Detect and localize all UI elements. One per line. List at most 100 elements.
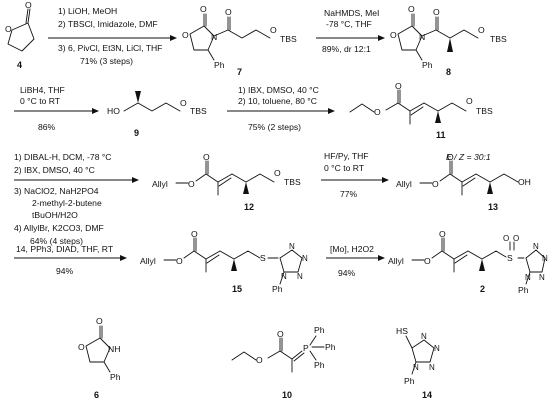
compound-15-structure: Allyl O O S N N N N Ph	[140, 229, 308, 294]
acyl-carbonyl-o-8: O	[433, 7, 440, 17]
arrow-step-4-head	[328, 108, 335, 114]
step-1-line-3: 3) 6, PivCl, Et3N, LiCl, THF	[58, 43, 162, 53]
tbs-group-7: TBS	[280, 34, 297, 44]
ester-oxygen-13: O	[432, 179, 439, 189]
step-3-line-1: LiBH4, THF	[20, 85, 65, 95]
ether-oxygen-9: O	[180, 98, 187, 108]
sulfone-sulfur-2: S	[507, 253, 513, 263]
compound-7-label: 7	[237, 67, 242, 77]
ether-oxygen-11: O	[466, 96, 473, 106]
tetrazole-n3-14: N	[429, 363, 435, 372]
tetrazole-n3-15: N	[297, 272, 303, 281]
compound-2-label: 2	[480, 284, 485, 294]
compound-13-structure: Allyl O O OH	[396, 152, 531, 196]
step-6-line-1: HF/Py, THF	[324, 151, 369, 161]
tbs-group-11: TBS	[476, 106, 493, 116]
compound-15-label: 15	[232, 284, 242, 294]
ether-oxygen-8: O	[478, 25, 485, 35]
ring-nitrogen-7: N	[211, 32, 217, 42]
step-5-line-1: 1) DIBAL-H, DCM, -78 °C	[14, 152, 112, 162]
arrow-step-5-head	[132, 177, 139, 183]
ring-nitrogen-8: N	[419, 32, 425, 42]
ether-oxygen-7: O	[270, 25, 277, 35]
compound-12-label: 12	[244, 202, 254, 212]
thioether-sulfur-15: S	[260, 253, 266, 263]
step-7-line-1: 14, PPh3, DIAD, THF, RT	[16, 244, 114, 254]
phenyl-group-6: Ph	[110, 372, 121, 382]
ether-oxygen-12: O	[274, 168, 281, 178]
phosphorus-10: P	[303, 343, 309, 353]
thiol-14: HS	[396, 326, 408, 336]
carbonyl-oxygen-15: O	[191, 229, 198, 239]
tetrazole-n1-14: N	[421, 332, 427, 341]
ez-ratio: E / Z = 30:1	[446, 152, 491, 162]
carbonyl-oxygen-13: O	[447, 152, 454, 162]
step-6-line-3: 77%	[340, 189, 358, 199]
step-5-line-5: tBuOH/H2O	[32, 210, 78, 220]
step-6-line-2: 0 °C to RT	[324, 163, 365, 173]
step-5-line-2: 2) IBX, DMSO, 40 °C	[14, 165, 95, 175]
compound-11-structure: O O O TBS	[349, 81, 493, 125]
phenyl-group-2: Ph	[518, 285, 529, 295]
carbonyl-oxygen-11: O	[395, 81, 402, 91]
arrow-step-2-head	[378, 35, 385, 41]
compound-10-structure: O O P Ph Ph Ph	[231, 325, 336, 373]
carbonyl-oxygen-6: O	[96, 316, 103, 326]
step-5-line-3: 3) NaClO2, NaH2PO4	[14, 186, 99, 196]
ester-oxygen-12: O	[188, 179, 195, 189]
step-1-line-2: 2) TBSCl, Imidazole, DMF	[58, 19, 158, 29]
tetrazole-n2-2: N	[542, 254, 548, 263]
ring-nh-6: NH	[108, 344, 120, 354]
allyl-group-13: Allyl	[396, 179, 412, 189]
compound-9-label: 9	[134, 128, 139, 138]
compound-4-label: 4	[17, 60, 22, 70]
compound-4-structure: O O	[5, 0, 35, 52]
compound-2-structure: Allyl O O S O O N N N N Ph	[388, 229, 548, 295]
ester-oxygen-10: O	[256, 355, 263, 365]
step-1-line-4: 71% (3 steps)	[80, 56, 133, 66]
arrow-step-8-head	[378, 255, 385, 261]
ester-oxygen-15: O	[176, 256, 183, 266]
acyl-carbonyl-o-7: O	[225, 7, 232, 17]
step-7-line-2: 94%	[56, 266, 74, 276]
compound-11-label: 11	[436, 130, 446, 140]
ring-oxygen-4: O	[5, 24, 12, 34]
compound-12-structure: Allyl O O O TBS	[152, 152, 301, 196]
phenyl-a-10: Ph	[314, 325, 325, 335]
sulfone-oxygen-a-2: O	[503, 234, 509, 243]
step-4-line-3: 75% (2 steps)	[248, 122, 301, 132]
tetrazole-n3-2: N	[539, 273, 545, 282]
carbonyl-oxygen-4: O	[25, 0, 32, 10]
step-2-line-1: NaHMDS, MeI	[324, 8, 379, 18]
compound-6-structure: O O NH Ph	[78, 316, 121, 382]
arrow-step-6-head	[382, 177, 389, 183]
carbonyl-oxygen-12: O	[203, 152, 210, 162]
allyl-group-15: Allyl	[140, 256, 156, 266]
arrow-step-1-head	[170, 35, 177, 41]
ring-oxygen-7: O	[182, 30, 189, 40]
compound-14-label: 14	[422, 390, 432, 400]
step-5-line-4: 2-methyl-2-butene	[32, 198, 102, 208]
tbs-group-8: TBS	[490, 34, 507, 44]
carbonyl-oxygen-10: O	[277, 329, 284, 339]
step-8-line-2: 94%	[338, 268, 356, 278]
compound-9-structure: HO O TBS	[107, 91, 207, 116]
phenyl-group-14: Ph	[404, 376, 415, 386]
step-4-line-1: 1) IBX, DMSO, 40 °C	[238, 85, 319, 95]
tetrazole-n1-15: N	[289, 242, 295, 251]
step-2-line-2: -78 °C, THF	[326, 19, 372, 29]
phenyl-b-10: Ph	[325, 342, 336, 352]
carbonyl-oxygen-2: O	[439, 229, 446, 239]
compound-8-label: 8	[446, 67, 451, 77]
ring-oxygen-6: O	[78, 342, 85, 352]
tbs-group-12: TBS	[284, 177, 301, 187]
phenyl-group-7: Ph	[214, 60, 225, 70]
step-3-line-2: 0 °C to RT	[20, 96, 61, 106]
phenyl-group-8: Ph	[422, 60, 433, 70]
oxazolidinone-carbonyl-o-7: O	[200, 4, 207, 14]
compound-8-structure: O O N O O TBS Ph	[390, 4, 507, 70]
tetrazole-n2-14: N	[434, 344, 440, 353]
ester-oxygen-2: O	[424, 256, 431, 266]
sulfone-oxygen-b-2: O	[513, 234, 519, 243]
